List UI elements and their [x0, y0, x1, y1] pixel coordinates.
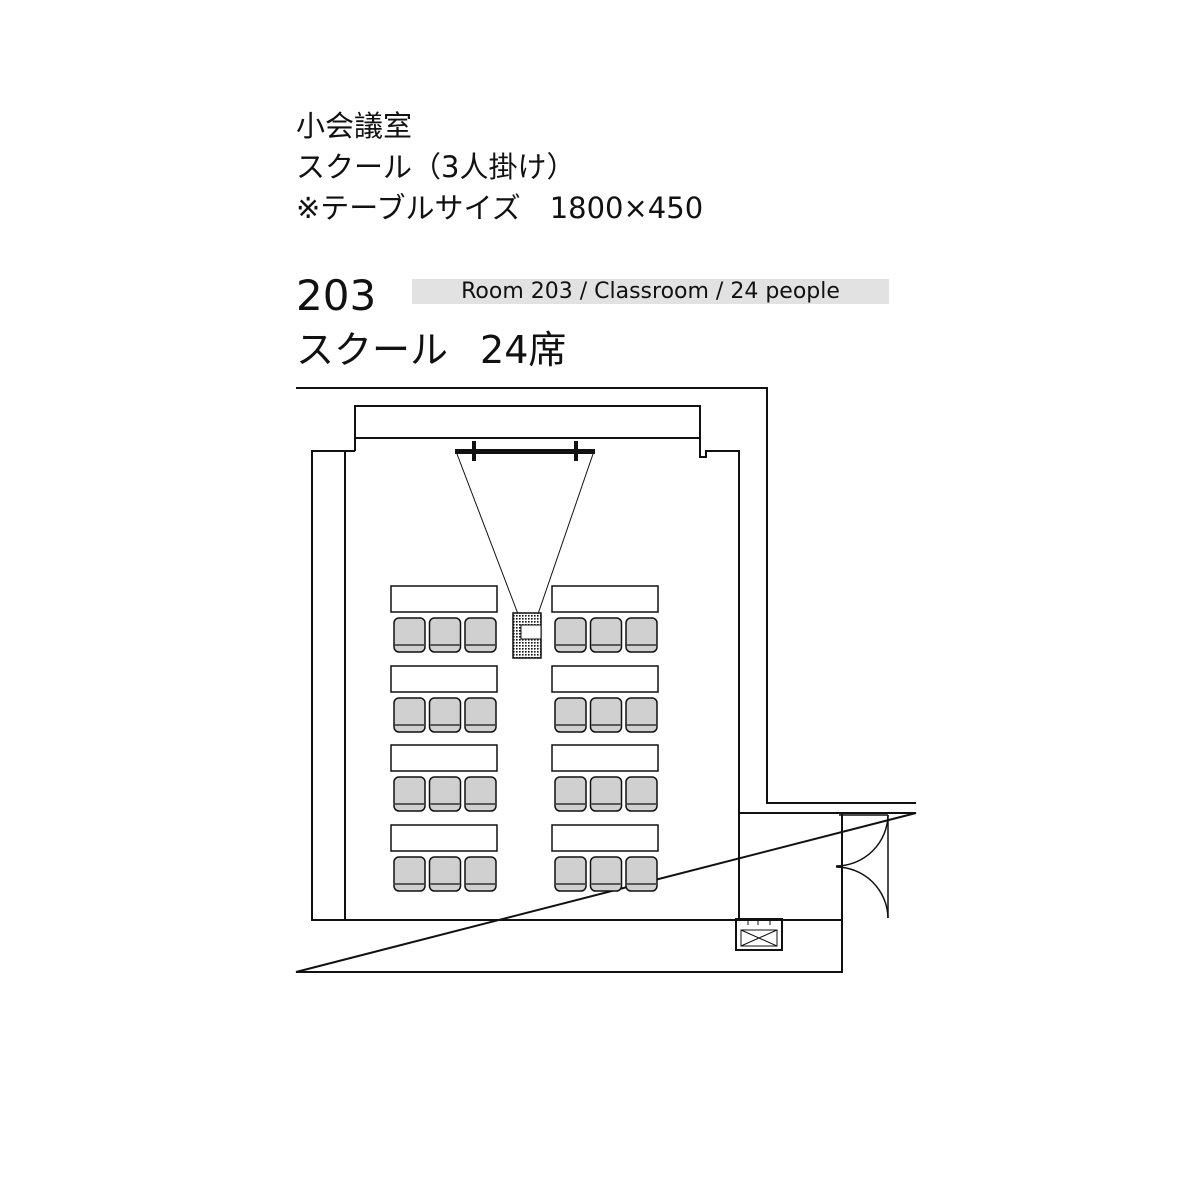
- chair: [464, 776, 497, 812]
- chair: [625, 856, 658, 892]
- chair: [554, 776, 587, 812]
- room-number: 203: [296, 271, 377, 320]
- chair: [393, 856, 426, 892]
- chair: [554, 697, 587, 733]
- seating-area: [390, 585, 659, 892]
- chair: [393, 776, 426, 812]
- screen-enclosure: [354, 405, 701, 451]
- seat-count: 24席: [480, 328, 567, 372]
- table: [390, 824, 498, 852]
- chair: [393, 697, 426, 733]
- table: [390, 744, 498, 772]
- table: [390, 665, 498, 693]
- room-caption: Room 203 / Classroom / 24 people: [412, 279, 889, 304]
- inner-wall: [344, 450, 740, 921]
- desk-unit: [390, 665, 498, 733]
- projection-cone: [456, 453, 594, 615]
- desk-unit: [551, 585, 659, 653]
- table: [551, 744, 659, 772]
- chair: [428, 697, 462, 733]
- chair: [464, 617, 497, 653]
- desk-unit: [390, 824, 498, 892]
- chair: [393, 617, 426, 653]
- chair: [589, 776, 623, 812]
- layout-title: スクール 24席: [296, 325, 566, 375]
- table: [551, 824, 659, 852]
- projector: [512, 612, 542, 659]
- chair: [625, 697, 658, 733]
- wall-box: [735, 918, 783, 951]
- desk-unit: [390, 585, 498, 653]
- table: [390, 585, 498, 613]
- chair: [554, 617, 587, 653]
- chair: [464, 856, 497, 892]
- table: [551, 585, 659, 613]
- chair: [554, 856, 587, 892]
- side-panel: [311, 450, 345, 921]
- layout-description: スクール（3人掛け）: [296, 150, 576, 184]
- chair: [428, 776, 462, 812]
- chair: [464, 697, 497, 733]
- desk-unit: [551, 665, 659, 733]
- chair: [589, 617, 623, 653]
- chair: [625, 776, 658, 812]
- desk-unit: [551, 744, 659, 812]
- projector-screen: [455, 441, 595, 461]
- chair: [589, 856, 623, 892]
- desk-unit: [390, 744, 498, 812]
- door-frame: [739, 812, 843, 921]
- desk-unit: [551, 824, 659, 892]
- double-door: [835, 814, 889, 919]
- chair: [589, 697, 623, 733]
- room-name: 小会議室: [296, 109, 413, 143]
- table: [551, 665, 659, 693]
- chair: [428, 617, 462, 653]
- chair: [428, 856, 462, 892]
- layout-name: スクール: [296, 328, 449, 372]
- chair: [625, 617, 658, 653]
- table-size-note: ※テーブルサイズ 1800×450: [296, 191, 704, 225]
